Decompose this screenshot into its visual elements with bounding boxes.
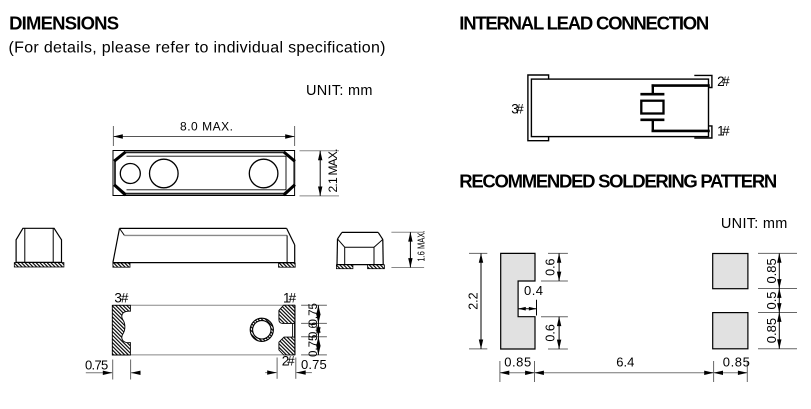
svg-text:2.2: 2.2 <box>466 292 480 309</box>
svg-text:3#: 3# <box>511 102 524 117</box>
svg-text:1#: 1# <box>717 124 730 139</box>
svg-text:0.4: 0.4 <box>524 283 543 298</box>
svg-text:1.6 MAX.: 1.6 MAX. <box>416 231 428 262</box>
svg-text:UNIT: mm: UNIT: mm <box>721 216 788 232</box>
svg-text:0.6: 0.6 <box>543 258 557 275</box>
svg-text:2.1 MAX.: 2.1 MAX. <box>326 149 340 193</box>
svg-text:INTERNAL LEAD CONNECTION: INTERNAL LEAD CONNECTION <box>459 13 709 34</box>
svg-text:0.75: 0.75 <box>308 335 320 357</box>
svg-text:6.4: 6.4 <box>616 355 634 370</box>
svg-text:0.6: 0.6 <box>543 324 557 341</box>
svg-text:3#: 3# <box>114 290 128 305</box>
svg-text:(For details, please refer to: (For details, please refer to individual… <box>9 39 386 56</box>
svg-text:0.85: 0.85 <box>723 355 750 370</box>
svg-text:0.75: 0.75 <box>85 358 108 373</box>
svg-text:1#: 1# <box>283 290 297 305</box>
svg-text:0.85: 0.85 <box>764 318 779 343</box>
svg-text:8.0 MAX.: 8.0 MAX. <box>180 119 233 133</box>
svg-text:0.75: 0.75 <box>308 303 320 325</box>
svg-text:2#: 2# <box>717 74 730 89</box>
svg-text:0.5: 0.5 <box>764 291 779 309</box>
svg-text:DIMENSIONS: DIMENSIONS <box>9 13 119 34</box>
svg-text:2#: 2# <box>282 354 295 369</box>
svg-text:0.6: 0.6 <box>308 322 320 338</box>
svg-text:0.75: 0.75 <box>301 357 327 372</box>
svg-text:UNIT: mm: UNIT: mm <box>306 83 373 99</box>
svg-text:0.85: 0.85 <box>764 258 779 283</box>
svg-text:0.85: 0.85 <box>504 355 531 370</box>
svg-text:RECOMMENDED SOLDERING PATTERN: RECOMMENDED SOLDERING PATTERN <box>459 171 777 192</box>
